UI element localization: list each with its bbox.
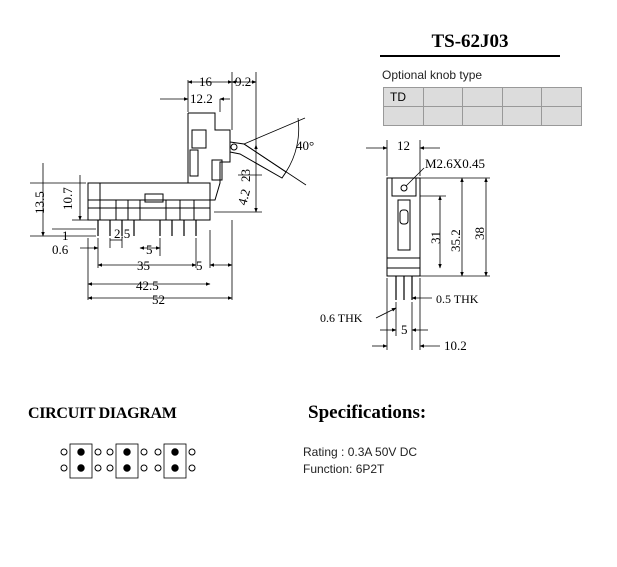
circuit-diagram-title: CIRCUIT DIAGRAM (28, 405, 177, 422)
dim-10-2: 10.2 (444, 338, 467, 353)
dim-thk-left: 0.6 THK (320, 311, 363, 325)
side-dimension-labels: 16 9.2 12.2 40° 23 4.2 13.5 10.7 1 2.5 0… (32, 74, 314, 307)
side-dimension-lines (30, 72, 307, 300)
knob-cell (383, 106, 424, 126)
knob-cell (422, 106, 463, 126)
knob-cell (541, 106, 582, 126)
dim-42-5: 42.5 (136, 278, 159, 293)
dim-31: 31 (428, 231, 443, 244)
dim-4-2: 4.2 (234, 187, 253, 207)
side-pins (97, 220, 197, 236)
knob-cell (541, 87, 582, 107)
dim-52: 52 (152, 292, 165, 307)
knob-cell: TD (383, 87, 424, 107)
dim-thread: M2.6X0.45 (425, 156, 485, 171)
knob-cell (462, 106, 503, 126)
front-mount-hole (400, 184, 408, 192)
knob-type-label: Optional knob type (382, 68, 483, 82)
dim-13-5: 13.5 (32, 191, 47, 214)
side-bracket-window (191, 129, 207, 149)
front-pins (395, 276, 413, 300)
front-slot (397, 199, 411, 251)
spec-function: Function: 6P2T (303, 462, 385, 476)
knob-cell (462, 87, 503, 107)
side-view (87, 112, 287, 236)
dim-9-2: 9.2 (235, 74, 251, 89)
dim-angle: 40° (296, 138, 314, 153)
dim-0-6: 0.6 (52, 242, 69, 257)
dim-5-front: 5 (401, 322, 408, 337)
dim-12: 12 (397, 138, 410, 153)
dim-2-5: 2.5 (114, 226, 130, 241)
specifications-title: Specifications: (308, 402, 427, 423)
spec-rating: Rating : 0.3A 50V DC (303, 445, 418, 459)
model-underline (380, 55, 560, 57)
dim-10-7: 10.7 (60, 187, 75, 210)
side-body (87, 199, 211, 221)
dim-5-small: 5 (146, 242, 153, 257)
circuit-pole-group (60, 443, 102, 479)
side-lever (229, 141, 287, 179)
dim-35-2: 35.2 (448, 229, 463, 252)
front-view (386, 177, 421, 300)
knob-type-table: TD (383, 87, 582, 126)
dim-23: 23 (238, 169, 253, 182)
front-dimension-lines (366, 140, 490, 350)
dim-thk-right: 0.5 THK (436, 292, 479, 306)
circuit-pole-group (106, 443, 148, 479)
front-dimension-labels: 12 M2.6X0.45 31 35.2 38 0.6 THK 0.5 THK … (320, 138, 487, 353)
dim-5-right: 5 (196, 258, 203, 273)
side-body-slots (99, 193, 195, 220)
dim-12-2: 12.2 (190, 91, 213, 106)
side-body-top (87, 182, 211, 201)
circuit-pole-group (154, 443, 196, 479)
circuit-diagram (60, 443, 196, 479)
dim-16: 16 (199, 74, 213, 89)
dim-1: 1 (62, 228, 69, 243)
side-bracket (187, 112, 231, 201)
dim-35: 35 (137, 258, 150, 273)
dim-38: 38 (472, 227, 487, 240)
model-number: TS-62J03 (431, 31, 509, 52)
